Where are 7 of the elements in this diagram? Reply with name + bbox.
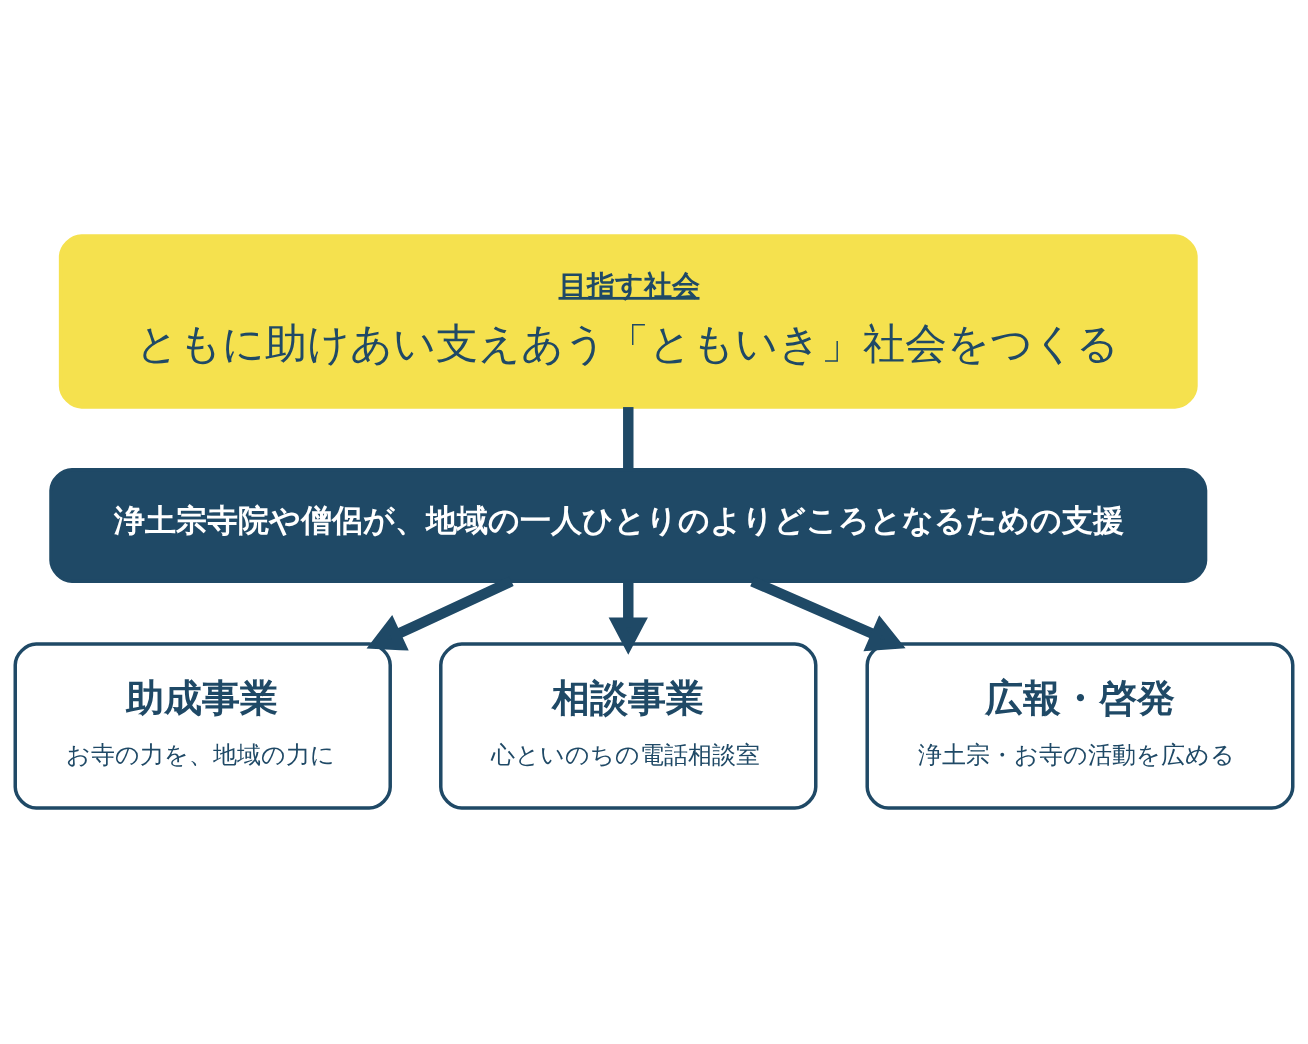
node-box: 浄土宗寺院や僧侶が、地域の一人ひとりのよりどころとなるための支援 [49, 467, 1208, 584]
node-box: 相談事業 心といのちの電話相談室 [439, 642, 818, 810]
node-box: 広報・啓発 浄土宗・お寺の活動を広める [865, 642, 1295, 810]
node-box: 目指す社会 ともに助けあい支えあう「ともいき」社会をつくる [58, 234, 1198, 409]
arrow [608, 581, 648, 655]
connector [623, 407, 634, 470]
node-box: 助成事業 お寺の力を、地域の力に [13, 642, 392, 810]
